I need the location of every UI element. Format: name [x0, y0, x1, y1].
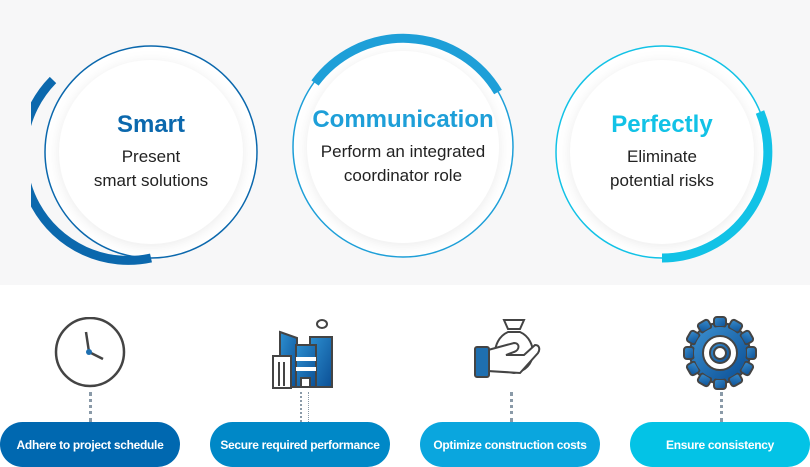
circle-title: Smart: [116, 111, 186, 138]
goal-pill-performance: Secure required performance: [210, 422, 390, 467]
circle-title: Communication: [312, 106, 494, 133]
gear-icon: [680, 315, 760, 395]
goal-pill-costs: Optimize construction costs: [420, 422, 600, 467]
circle-ring: [292, 33, 514, 258]
circle-ring: [555, 45, 773, 263]
goal-pill-schedule: Adhere to project schedule: [0, 422, 180, 467]
circle-ring: [31, 45, 258, 265]
connector-line: [510, 392, 513, 422]
circle-title: Perfectly: [611, 111, 713, 138]
connector-line: [89, 392, 92, 422]
money-bag-hand-icon: [474, 319, 541, 378]
buildings-icon: [272, 319, 333, 389]
value-circle-smart: Smart Present smart solutions: [31, 32, 271, 272]
circle-description: Present smart solutions: [93, 147, 209, 190]
connector-line: [720, 392, 723, 422]
clock-icon: [54, 317, 126, 388]
connector-line: [308, 392, 309, 422]
circle-description: Eliminate potential risks: [610, 147, 714, 190]
circle-description: Perform an integrated coordinator role: [320, 142, 486, 185]
value-circle-communication: Communication Perform an integrated coor…: [283, 27, 523, 267]
connector-line: [300, 392, 302, 422]
value-circle-perfectly: Perfectly Eliminate potential risks: [542, 32, 782, 272]
goal-pill-consistency: Ensure consistency: [630, 422, 810, 467]
